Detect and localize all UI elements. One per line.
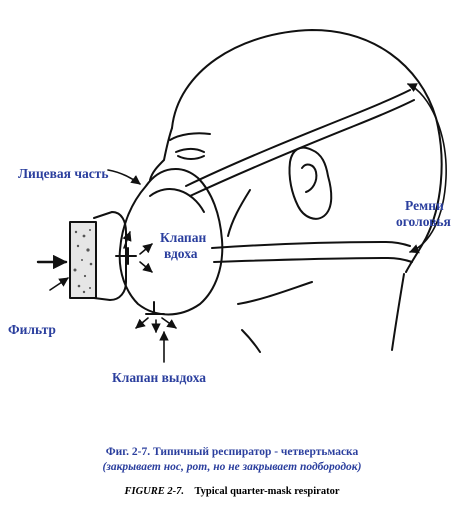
ear-inner [301,163,318,193]
label-head-straps-line2: оголовья [396,214,451,229]
eyebrow [169,132,211,141]
caption-russian-line1: Фиг. 2-7. Типичный респиратор - четверть… [105,446,359,458]
caption-english: FIGURE 2-7. Typical quarter-mask respira… [0,486,464,497]
jaw-line [237,281,313,305]
label-filter: Фильтр [8,322,56,337]
head-outline [171,29,443,273]
label-face-piece: Лицевая часть [18,166,109,181]
mask-inner [149,188,205,213]
lower-strap [211,241,411,249]
caption-english-figure: FIGURE 2-7. [124,486,185,497]
label-inhalation-valve-line1: Клапан [160,230,207,245]
upper-strap-edge [189,99,415,197]
label-head-straps-line1: Ремни [405,198,444,213]
label-inhalation-valve-line2: вдоха [164,246,198,261]
arrow-exhale-right [161,317,177,329]
exhalation-valve [145,301,165,315]
inhalation-valve [115,247,137,265]
eye [175,148,205,160]
caption-russian-line2: (закрывает нос, рот, но не закрывает под… [102,461,362,473]
upper-strap [185,89,411,187]
label-exhalation-valve: Клапан выдоха [112,370,207,385]
neck-back [391,273,405,351]
arrow-inhale-right [139,243,153,255]
mask-outline [118,167,224,316]
lower-strap-edge [213,257,413,263]
arrow-filter-pointer [49,277,69,291]
ear [288,146,333,220]
arrow-inhale-up [122,231,132,249]
brow-nose [149,127,173,181]
arrow-exhale-left [135,317,149,329]
arrow-face-piece [107,169,141,185]
cheek-line [227,189,251,237]
arrow-head-straps [407,83,447,254]
caption-english-title: Typical quarter-mask respirator [194,486,340,497]
arrow-inhale-down [139,261,153,273]
neck-front [241,329,261,353]
